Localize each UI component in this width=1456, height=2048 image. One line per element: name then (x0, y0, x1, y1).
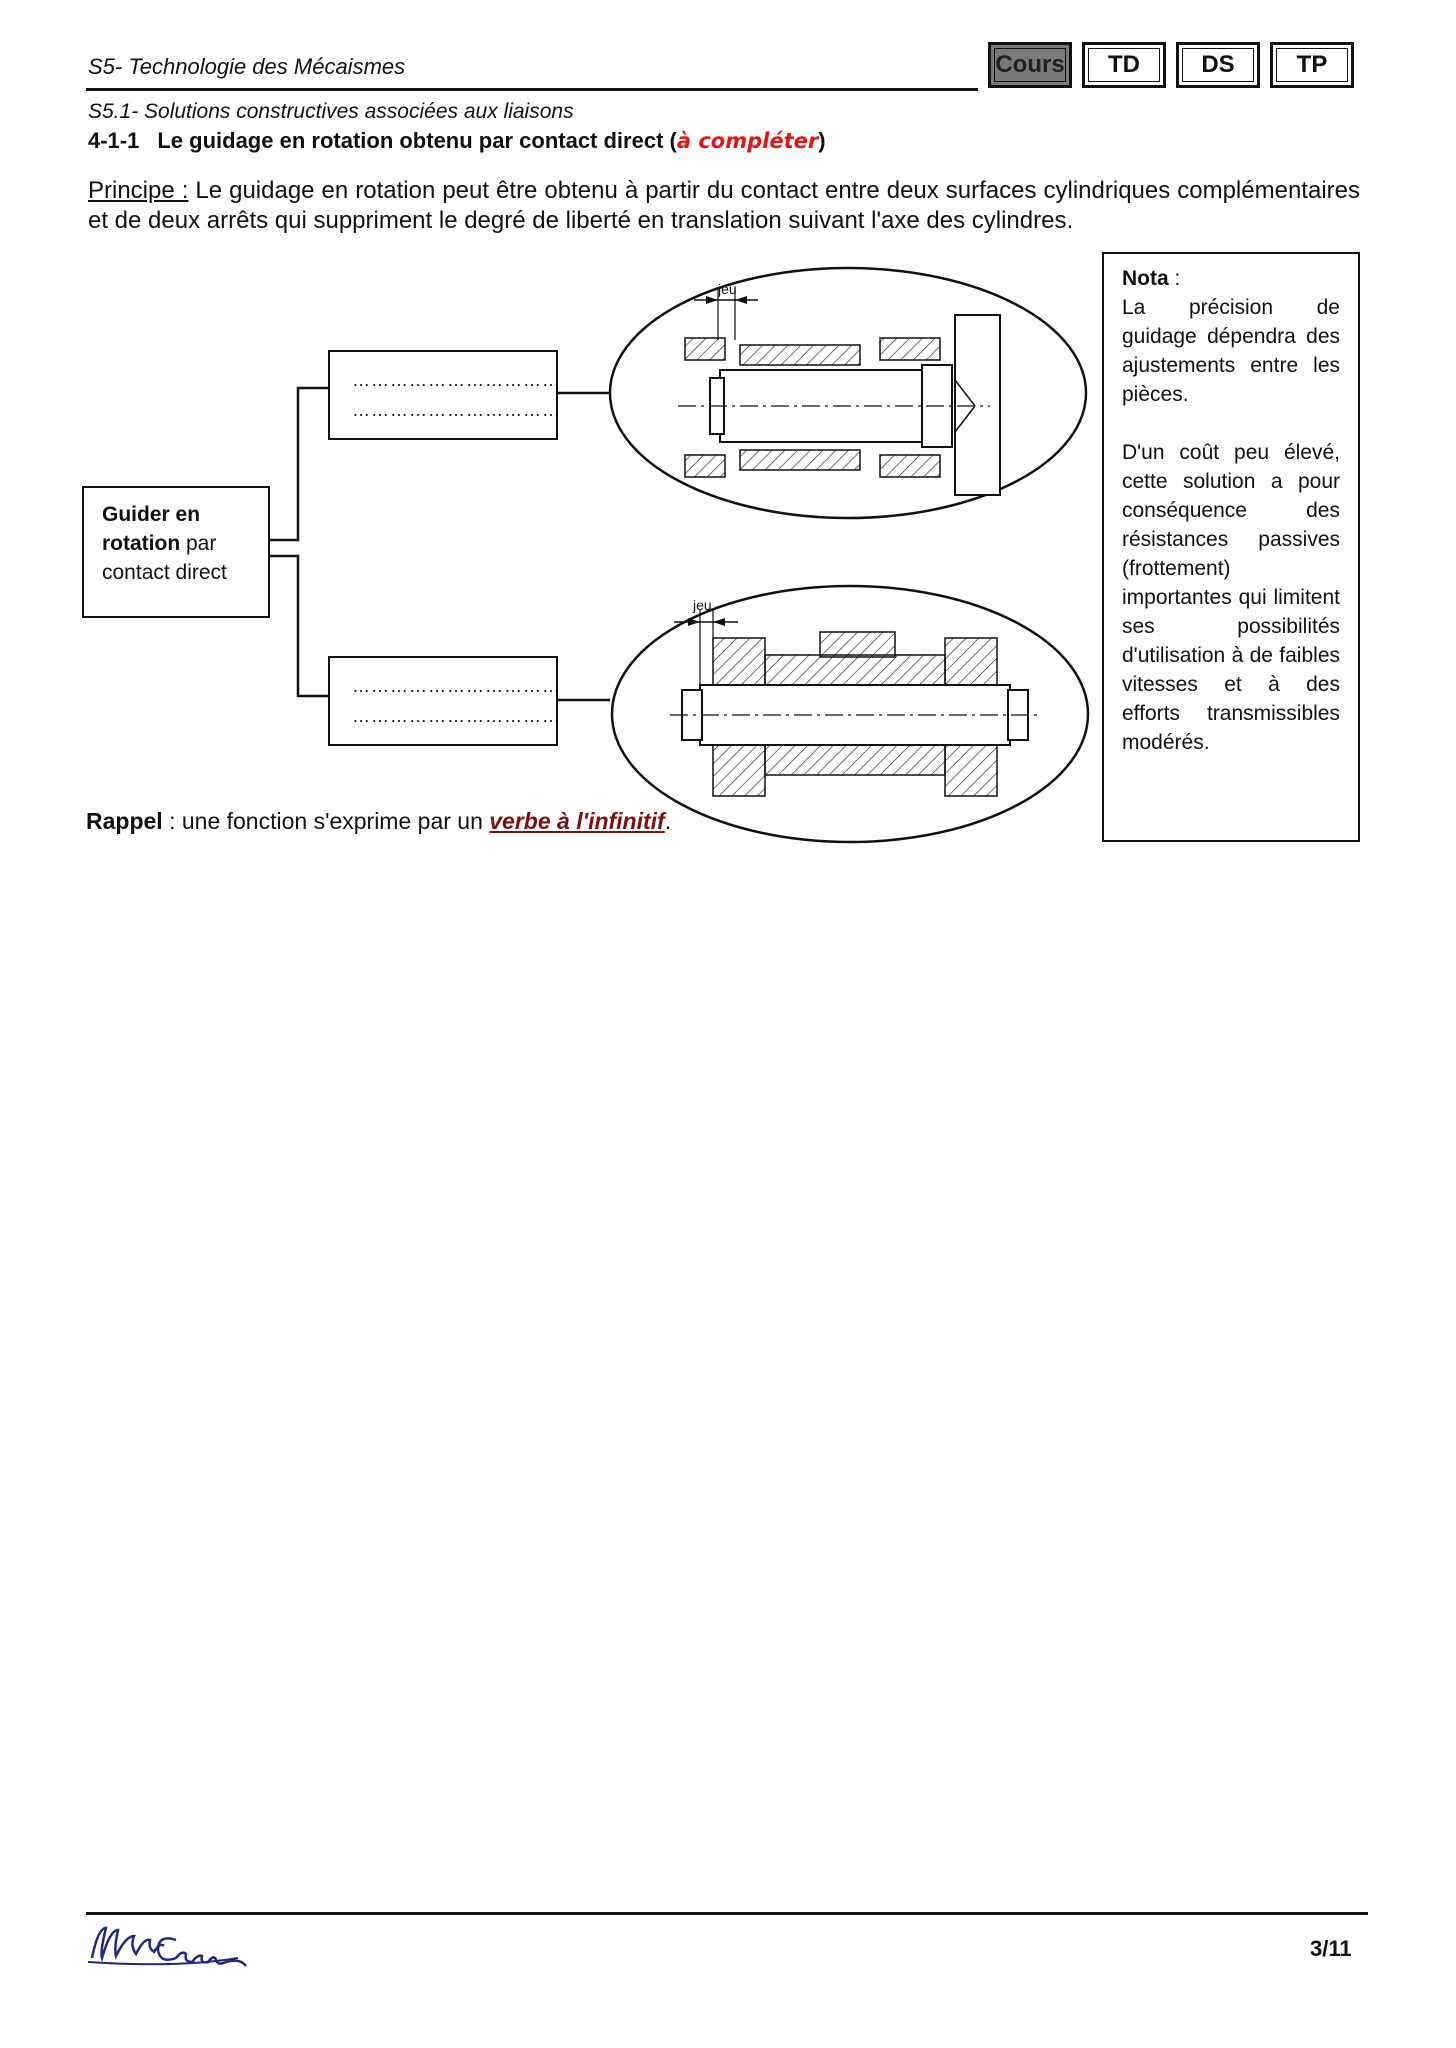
tree-connectors (270, 386, 610, 702)
page-number: 3/11 (1310, 1936, 1352, 1961)
nota-paragraph-1: La précision de guidage dépendra des aju… (1122, 296, 1340, 406)
nota-title: Nota (1122, 267, 1169, 290)
rappel-label: Rappel (86, 808, 163, 834)
subsection-title: S5.1- Solutions constructives associées … (88, 100, 574, 123)
blank-line: …………………………… (352, 676, 561, 696)
guider-rest: par contact direct (102, 532, 227, 584)
rappel-text: : une fonction s'exprime par un (162, 808, 490, 834)
top-guide-drawing: jeu (608, 266, 1088, 520)
jeu-label-top: jeu (717, 281, 737, 297)
footer-rule (86, 1912, 1368, 1915)
complete-note: à compléter (676, 129, 819, 153)
section-title: Le guidage en rotation obtenu par contac… (157, 128, 664, 153)
nota-box: Nota : La précision de guidage dépendra … (1102, 252, 1360, 842)
section-number: 4-1-1 (88, 128, 140, 153)
tab-cours[interactable]: Cours (988, 42, 1072, 88)
document-header-title: S5- Technologie des Mécaismes (88, 54, 406, 79)
jeu-label-bottom: jeu (692, 597, 712, 613)
bottom-guide-drawing: jeu (610, 584, 1090, 844)
nota-colon: : (1168, 267, 1181, 290)
paren-open: ( (669, 128, 677, 153)
tab-tp[interactable]: TP (1270, 42, 1354, 88)
principle-text: Le guidage en rotation peut être obtenu … (88, 177, 1360, 234)
doc-type-tabs: Cours TD DS TP (988, 42, 1354, 88)
blank-line: …………………………… (352, 400, 561, 420)
blank-line: …………………………… (352, 370, 561, 390)
tab-td[interactable]: TD (1082, 42, 1166, 88)
section-heading: 4-1-1 Le guidage en rotation obtenu par c… (88, 128, 826, 154)
rappel-emphasis: verbe à l'infinitif (489, 808, 665, 834)
solution-blank-bottom[interactable]: …………………………… …………………………… (328, 656, 561, 746)
guider-bold: Guider en rotation (102, 503, 201, 555)
principle-label: Principe : (88, 177, 189, 204)
header-rule (86, 88, 978, 91)
guider-en-rotation-box: Guider en rotation par contact direct (82, 486, 270, 618)
tab-ds[interactable]: DS (1176, 42, 1260, 88)
paren-close: ) (818, 128, 826, 153)
blank-line: …………………………… (352, 706, 561, 726)
principle-paragraph: Principe : Le guidage en rotation peut ê… (88, 176, 1360, 236)
solution-blank-top[interactable]: …………………………… …………………………… (328, 350, 561, 440)
nota-paragraph-2: D'un coût peu élevé, cette solution a po… (1122, 441, 1340, 754)
rappel-line: Rappel : une fonction s'exprime par un v… (86, 808, 671, 835)
rappel-end: . (664, 808, 672, 834)
